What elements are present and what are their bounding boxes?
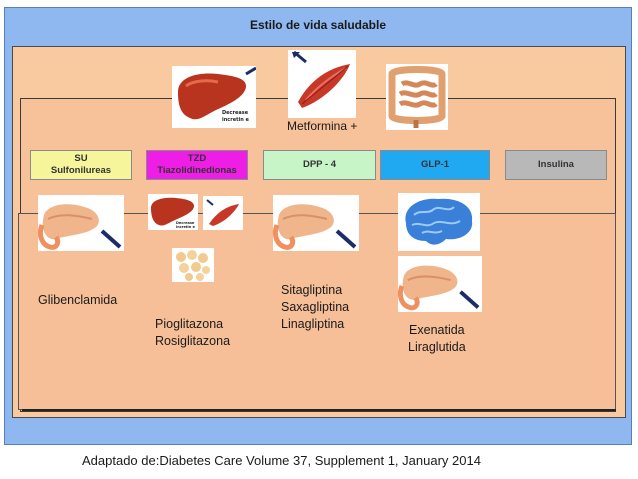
category-glp1: GLP-1 [380, 150, 490, 180]
drug-glibenclamida: Glibenclamida [38, 293, 118, 307]
drug-exenatida: Exenatida [409, 323, 465, 337]
category-insulina-line1: Insulina [538, 159, 574, 170]
liver-icon: Decrease incretin e [151, 197, 195, 229]
liver-image: Decrease incretin e [172, 66, 256, 128]
liver-image-small: Decrease incretin e [148, 194, 198, 230]
fat-cells-image [172, 248, 214, 282]
annotation-small-line1: Decrease [176, 221, 195, 225]
category-su: SU Sulfonilureas [30, 150, 132, 180]
muscle-image [288, 50, 356, 118]
source-caption: Adaptado de:Diabetes Care Volume 37, Sup… [82, 453, 481, 468]
drugs-glp1: Exenatida Liraglutida [408, 322, 466, 356]
liver-icon: Decrease incretin e [178, 66, 256, 123]
drugs-dpp4: Sitagliptina Saxagliptina Linagliptina [281, 282, 349, 333]
pancreas-icon [38, 204, 122, 250]
intestine-image [386, 64, 448, 130]
drug-linagliptina: Linagliptina [281, 317, 345, 331]
annotation-small-line2: incretin e [176, 225, 195, 229]
metformin-label: Metformina + [287, 119, 358, 133]
drug-liraglutida: Liraglutida [408, 340, 466, 354]
category-glp1-line1: GLP-1 [421, 159, 449, 170]
category-tzd-line2: Tiazolidinedionas [157, 165, 237, 176]
intestine-icon [388, 66, 446, 128]
divider [22, 409, 616, 411]
pancreas-image-glp1 [398, 256, 482, 312]
drug-saxagliptina: Saxagliptina [281, 300, 350, 314]
category-dpp4: DPP - 4 [263, 150, 376, 180]
brain-image [398, 193, 480, 251]
pancreas-image-su [38, 195, 124, 251]
category-tzd-line1: TZD [187, 153, 207, 164]
muscle-icon [292, 50, 350, 108]
drugs-su: Glibenclamida [38, 292, 117, 309]
drug-sitagliptina: Sitagliptina [281, 283, 343, 297]
category-tzd: TZD Tiazolidinedionas [146, 150, 248, 180]
category-insulina: Insulina [505, 150, 607, 180]
muscle-icon [206, 199, 239, 226]
category-su-line2: Sulfonilureas [50, 165, 112, 176]
category-dpp4-line1: DPP - 4 [302, 159, 337, 170]
annotation-line1: Decrease [222, 110, 249, 116]
drug-pioglitazona: Pioglitazona [155, 317, 224, 331]
annotation-line2: incretin e [222, 117, 249, 123]
muscle-image-small [203, 196, 243, 230]
pancreas-image-dpp4 [273, 195, 359, 251]
diagram-title: Estilo de vida saludable [249, 18, 387, 32]
category-su-line1: SU [74, 153, 88, 164]
fat-cells-icon [176, 250, 210, 281]
drug-rosiglitazona: Rosiglitazona [155, 334, 231, 348]
drugs-tzd: Pioglitazona Rosiglitazona [155, 316, 230, 350]
pancreas-icon [398, 265, 480, 311]
brain-icon [405, 198, 473, 245]
pancreas-icon [273, 204, 357, 250]
